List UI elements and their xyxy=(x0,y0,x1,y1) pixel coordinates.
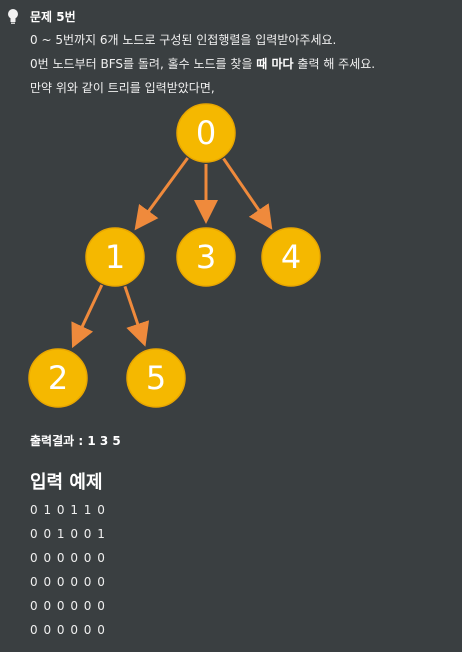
tree-edges xyxy=(71,157,273,349)
line-2-bold: 때 마다 xyxy=(256,57,294,71)
problem-line-3: 만약 위와 같이 트리를 입력받았다면, xyxy=(30,81,215,95)
edge-1-5 xyxy=(123,285,150,347)
tree-node-3: 3 xyxy=(176,227,236,287)
node-label: 3 xyxy=(196,238,216,276)
node-circle xyxy=(126,348,186,408)
edge-0-4 xyxy=(222,157,273,230)
matrix-row: 0 0 0 0 0 0 xyxy=(30,623,106,637)
matrix-row: 0 1 0 1 1 0 xyxy=(30,503,106,517)
node-label: 0 xyxy=(196,114,216,152)
tree-node-5: 5 xyxy=(126,348,186,408)
tree-node-2: 2 xyxy=(28,348,88,408)
node-circle xyxy=(176,103,236,163)
node-circle xyxy=(85,227,145,287)
problem-line-2: 0번 노드부터 BFS를 돌려, 홀수 노드를 찾을 때 마다 출력 해 주세요… xyxy=(30,57,375,71)
edge-1-2 xyxy=(71,284,104,349)
node-circle xyxy=(261,227,321,287)
tree-node-4: 4 xyxy=(261,227,321,287)
matrix-row: 0 0 0 0 0 0 xyxy=(30,575,106,589)
node-circle xyxy=(28,348,88,408)
bfs-tree-diagram: 0 1 3 4 2 5 xyxy=(28,103,321,408)
node-label: 4 xyxy=(281,238,301,276)
input-example-heading: 입력 예제 xyxy=(30,472,103,493)
input-matrix: 0 1 0 1 1 0 0 0 1 0 0 1 0 0 0 0 0 0 0 0 … xyxy=(30,503,106,647)
node-label: 1 xyxy=(105,238,125,276)
matrix-row: 0 0 1 0 0 1 xyxy=(30,527,106,541)
problem-line-1: 0 ~ 5번까지 6개 노드로 구성된 인접행렬을 입력받아주세요. xyxy=(30,33,337,47)
node-label: 5 xyxy=(146,359,166,397)
output-result: 출력결과 : 1 3 5 xyxy=(30,434,121,448)
node-circle xyxy=(176,227,236,287)
matrix-row: 0 0 0 0 0 0 xyxy=(30,599,106,613)
line-2-prefix: 0번 노드부터 BFS를 돌려, 홀수 노드를 찾을 xyxy=(30,57,257,71)
edge-0-1 xyxy=(134,157,189,231)
matrix-row: 0 0 0 0 0 0 xyxy=(30,551,106,565)
line-2-suffix: 출력 해 주세요. xyxy=(293,57,376,71)
problem-title: 문제 5번 xyxy=(30,10,76,24)
tree-nodes: 0 1 3 4 2 5 xyxy=(28,103,321,408)
node-label: 2 xyxy=(48,359,68,397)
lightbulb-icon xyxy=(8,9,18,24)
tree-node-1: 1 xyxy=(85,227,145,287)
tree-node-0: 0 xyxy=(176,103,236,163)
